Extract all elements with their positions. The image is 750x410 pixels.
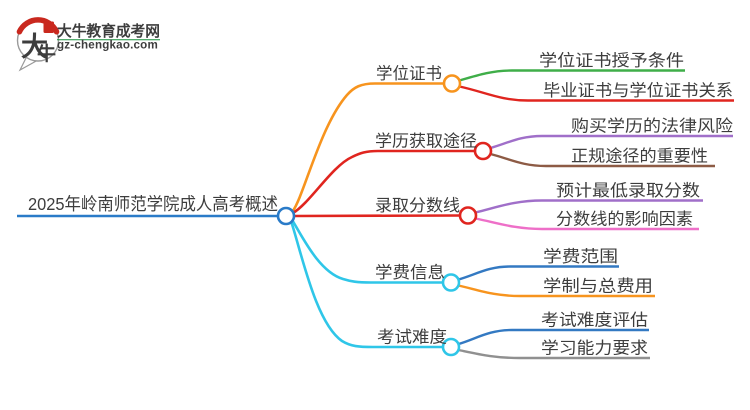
branch-node-circle-score-line[interactable] <box>458 206 478 225</box>
leaf-label-ability-req: 学习能力要求 <box>541 339 648 358</box>
leaf-label-award-conditions: 学位证书授予条件 <box>539 51 684 70</box>
logo-symbol-char2: 牛 <box>37 42 56 65</box>
connector-branch-tuition <box>291 219 443 284</box>
leaf-label-min-score: 预计最低录取分数 <box>556 181 701 200</box>
leaf-label-fee-range: 学费范围 <box>543 247 618 266</box>
branch-label-degree-cert: 学位证书 <box>376 64 442 83</box>
connector-leaf-legal-risk <box>490 134 733 150</box>
connector-leaf-formal-importance <box>490 152 715 168</box>
branch-node-circle-difficulty[interactable] <box>441 337 461 357</box>
connector-leaf-diploma-relation <box>459 85 734 102</box>
mindmap-node-circles <box>276 74 493 357</box>
connector-leaf-difficulty-eval <box>458 328 649 346</box>
root-label: 2025年岭南师范学院成人高考概述 <box>28 194 278 214</box>
branch-node-circle-edu-paths[interactable] <box>473 141 493 161</box>
leaf-label-duration-cost: 学制与总费用 <box>543 277 653 296</box>
connector-branch-degree-cert <box>291 82 444 213</box>
mindmap-labels: 2025年岭南师范学院成人高考概述 学位证书 学历获取途径 录取分数线 学费信息… <box>28 51 734 358</box>
connector-leaf-ability-req <box>458 348 650 360</box>
connector-leaf-score-factors <box>475 217 699 231</box>
connector-branch-edu-paths <box>292 149 475 215</box>
connector-leaf-duration-cost <box>458 284 655 298</box>
leaf-label-formal-importance: 正规途径的重要性 <box>571 147 708 166</box>
branch-label-edu-paths: 学历获取途径 <box>375 132 477 151</box>
leaf-label-difficulty-eval: 考试难度评估 <box>541 311 648 330</box>
branch-node-circle-degree-cert[interactable] <box>442 74 462 93</box>
mindmap-leaf-connectors <box>458 69 734 360</box>
leaf-label-legal-risk: 购买学历的法律风险 <box>571 117 734 136</box>
branch-label-score-line: 录取分数线 <box>375 196 460 215</box>
logo-site-name: 大牛教育成考网 <box>57 22 160 40</box>
logo-site-domain: gz-chengkao.com <box>57 40 158 52</box>
root-node-circle[interactable] <box>276 206 296 226</box>
connector-leaf-award-conditions <box>459 69 685 82</box>
leaf-label-diploma-relation: 毕业证书与学位证书关系 <box>543 81 733 100</box>
mindmap-connectors <box>17 82 475 349</box>
logo: 大 牛 大牛教育成考网 gz-chengkao.com <box>16 17 160 72</box>
connector-leaf-min-score <box>475 199 703 214</box>
connector-branch-score-line <box>293 214 461 218</box>
branch-label-tuition: 学费信息 <box>375 263 445 282</box>
branch-label-difficulty: 考试难度 <box>377 328 447 347</box>
logo-symbol-char1: 大 <box>21 32 48 62</box>
logo-seal-icon <box>43 21 54 33</box>
connector-branch-difficulty <box>290 222 443 349</box>
branch-node-circle-tuition[interactable] <box>441 273 461 292</box>
connector-leaf-fee-range <box>458 265 619 281</box>
leaf-label-score-factors: 分数线的影响因素 <box>556 210 693 229</box>
